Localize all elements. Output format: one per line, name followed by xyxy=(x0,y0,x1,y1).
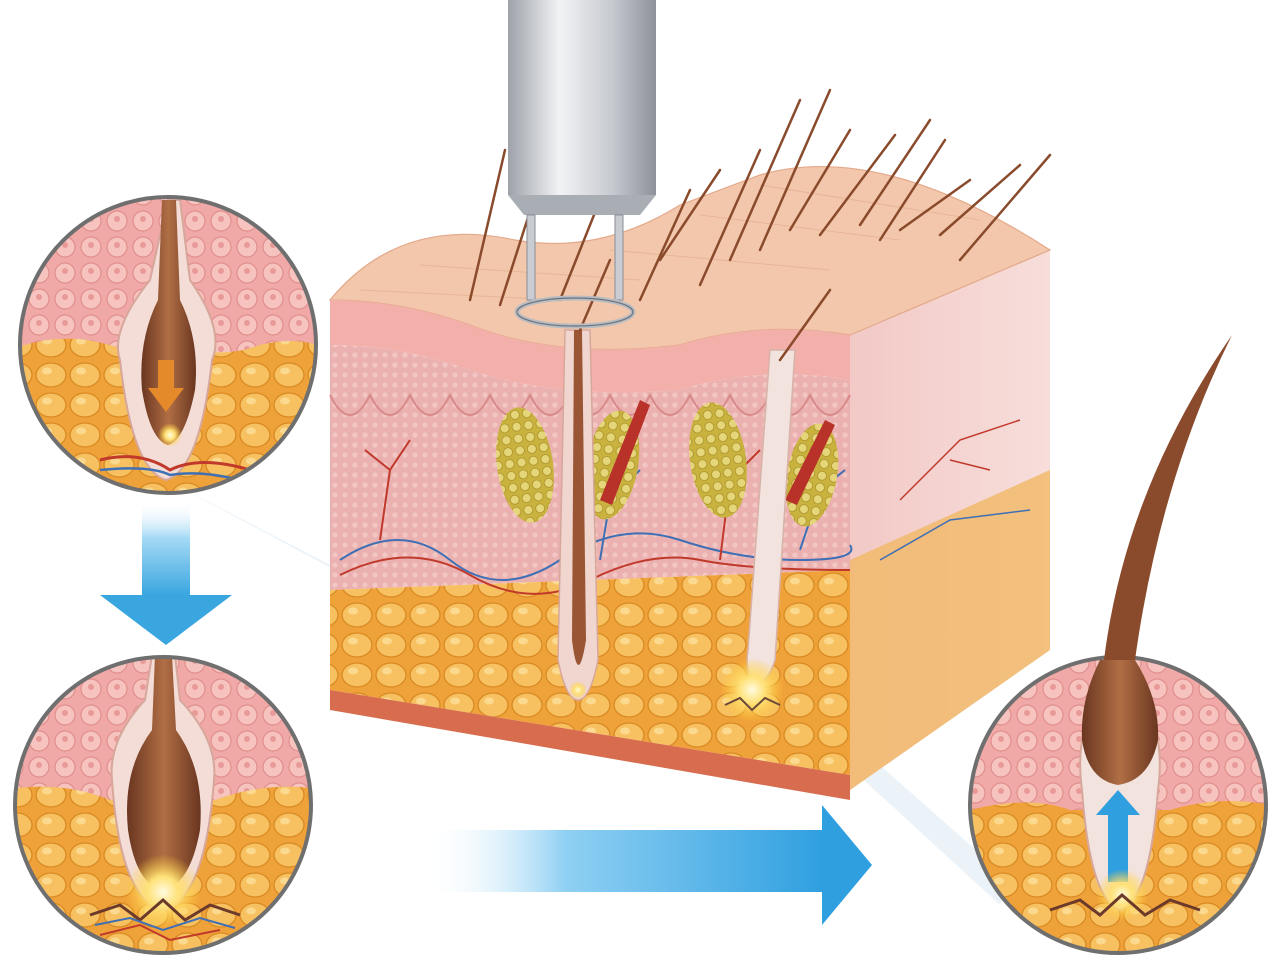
extracted-hair-strand xyxy=(1104,335,1232,660)
right-arrow xyxy=(425,805,872,925)
skin-cross-section-block xyxy=(330,90,1050,800)
hair-follicle-icon xyxy=(558,330,598,700)
detail-circle-step-3 xyxy=(970,650,1268,960)
detail-circle-step-1 xyxy=(10,190,330,510)
detail-circle-step-2 xyxy=(5,650,325,960)
down-arrow xyxy=(100,500,232,645)
